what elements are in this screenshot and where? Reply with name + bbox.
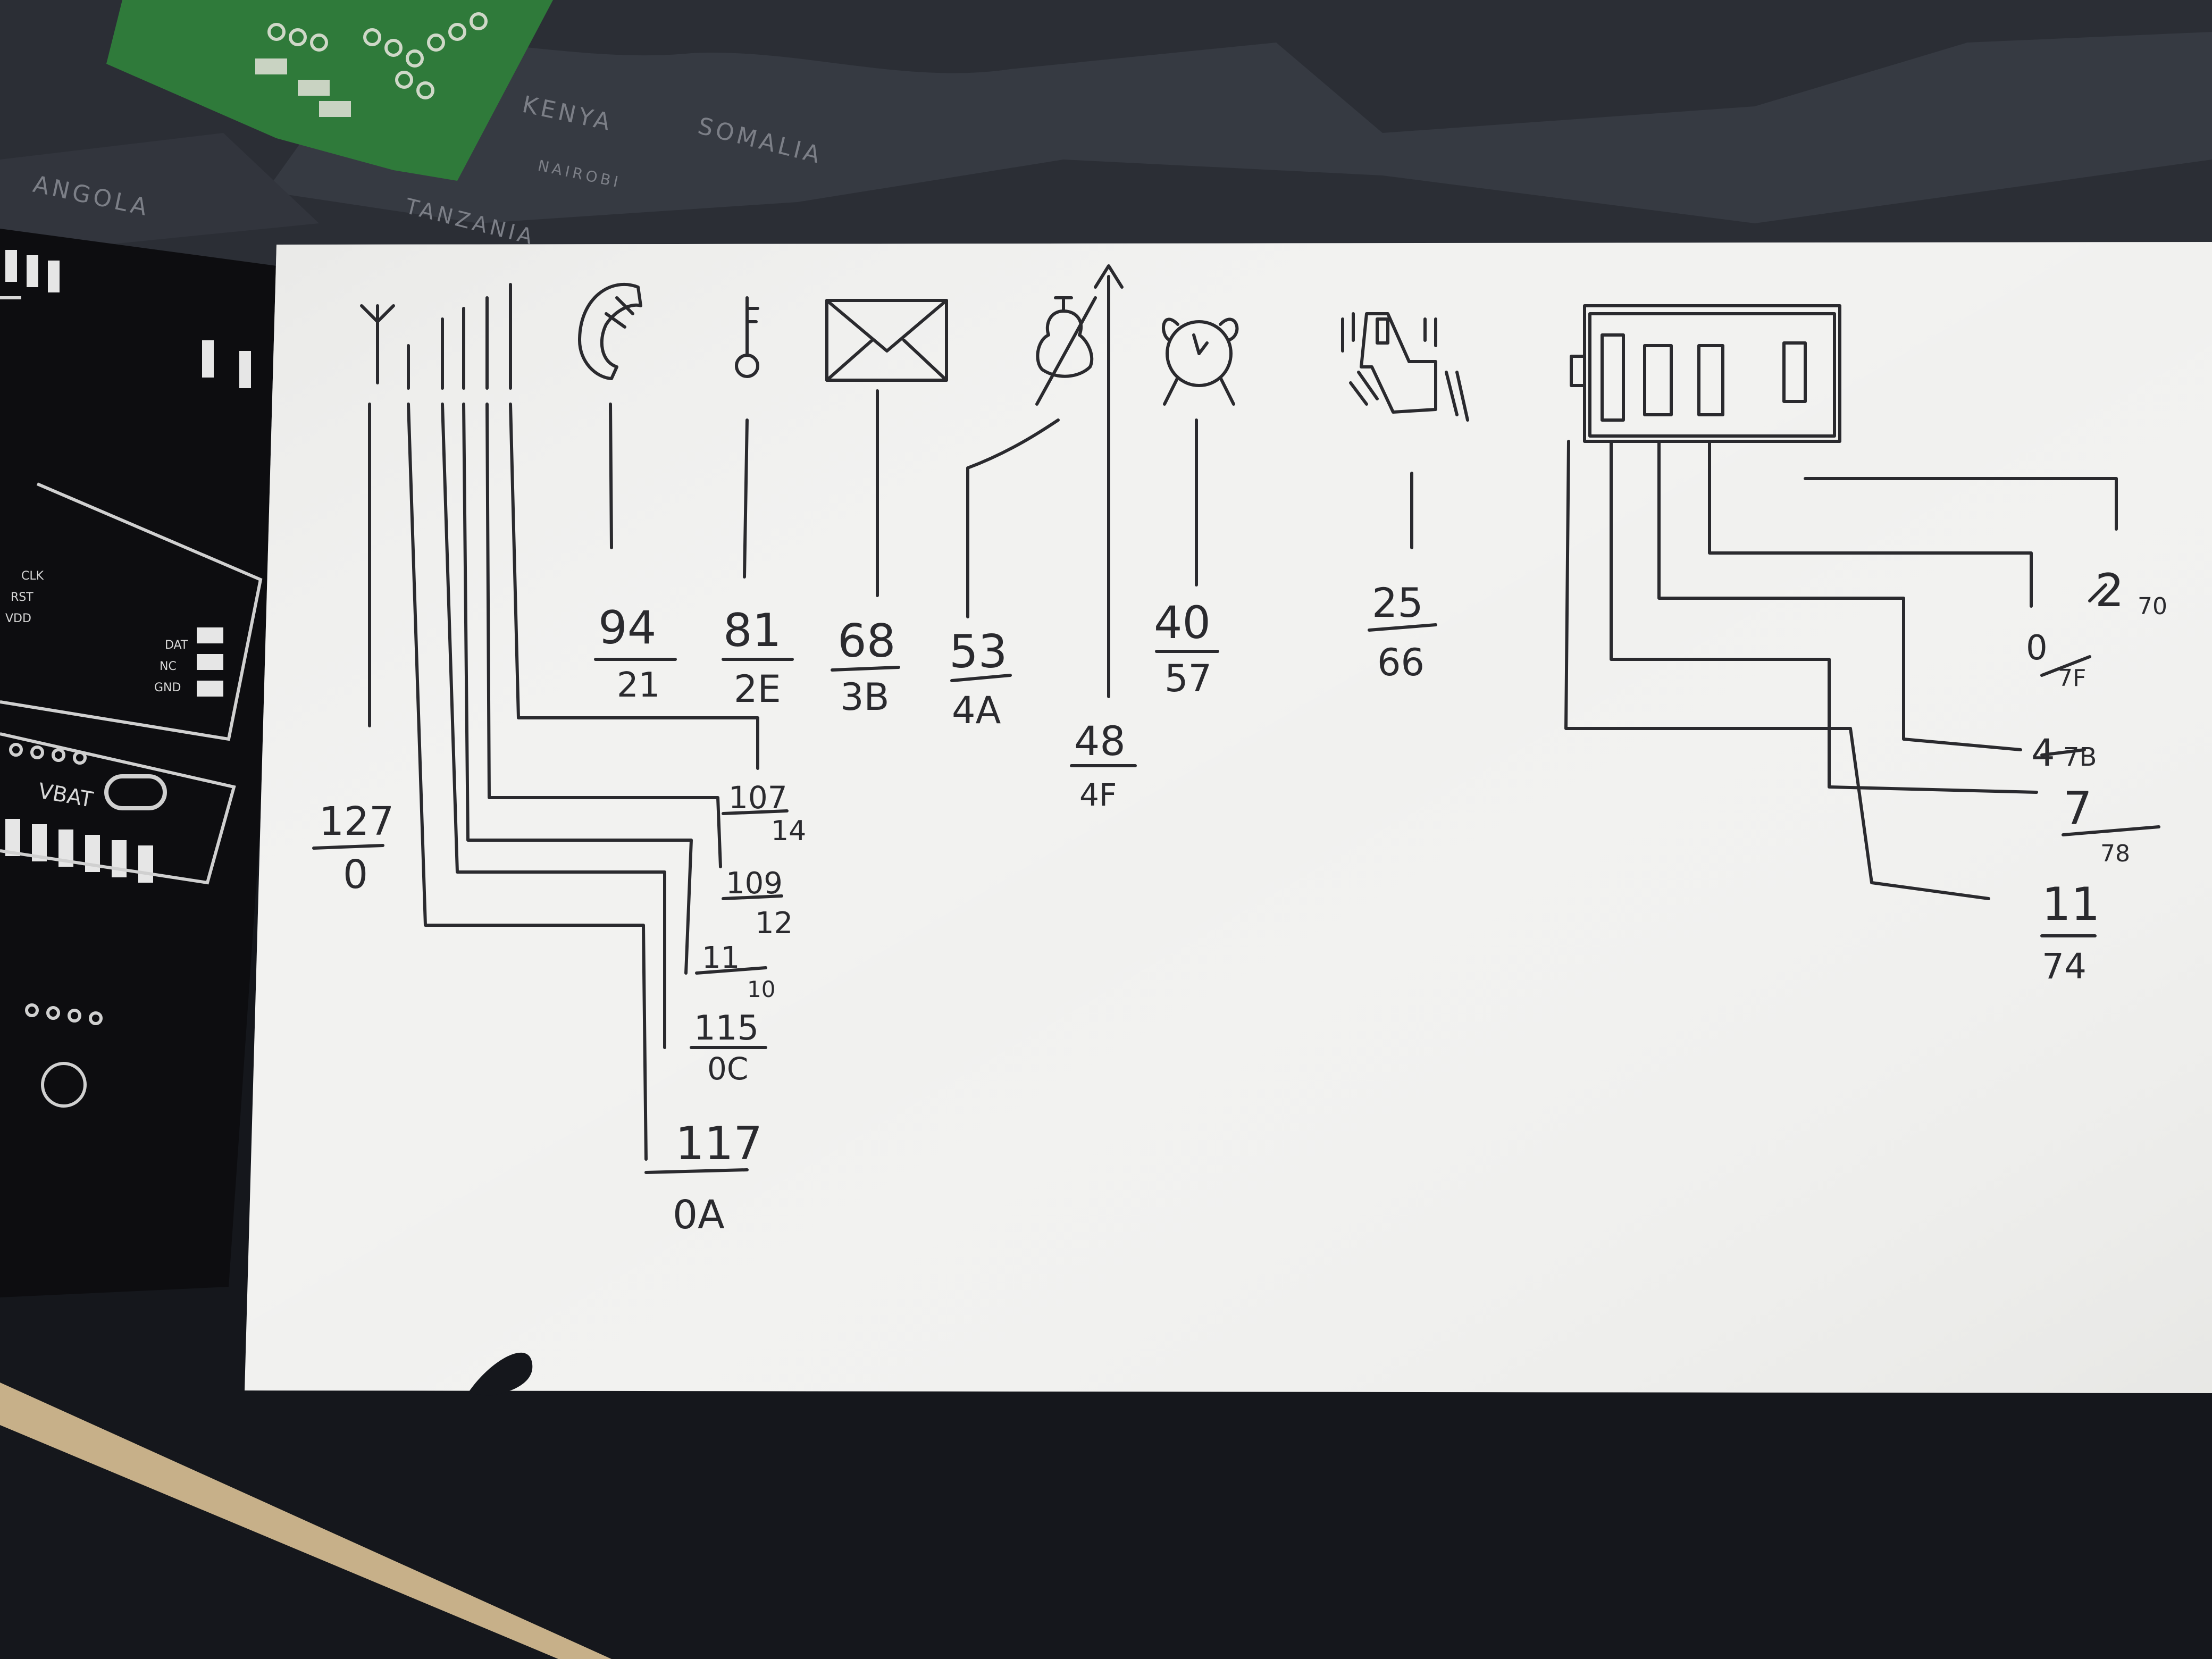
battery-icon [1570,304,1841,443]
vibrate-icon [1341,312,1469,422]
signal-antenna-icon [360,283,512,390]
segment-bottom-code: 21 [617,666,660,705]
green-pcb [106,0,553,181]
segment-bottom-code: 0A [673,1192,725,1238]
segment-bottom-code: 7B [2063,742,2097,772]
segment-top-number: 48 [1074,717,1126,765]
alarm-clock-icon [1162,317,1239,406]
pcb-label: DAT [165,639,188,652]
segment-top-number: 7 [2063,782,2092,835]
segment-top-number: 4 [2031,731,2055,775]
bell-leader [966,418,1060,618]
paper-shadow-blot [468,1352,533,1396]
segment-bottom-code: 0 [343,852,368,898]
segment-top-number: 40 [1154,597,1211,649]
segment-bottom-code: 14 [771,815,806,847]
battery-leaders [1564,440,2118,900]
key-icon [735,296,759,378]
fraction-lines [312,583,2160,1174]
segment-bottom-code: 4F [1079,777,1117,813]
map-continent-shape [266,32,2212,223]
segment-bottom-code: 12 [755,906,793,941]
segment-bottom-code: 10 [747,976,775,1002]
segment-bottom-code: 78 [2100,840,2130,867]
segment-top-number: 81 [723,604,781,657]
segment-top-number: 68 [837,615,895,668]
pcb-label: NC [160,660,177,673]
pcb-label: GND [154,681,181,694]
segment-bottom-code: 66 [1377,641,1425,684]
segment-top-number: 0 [2026,629,2048,668]
segment-top-number: 127 [319,799,394,844]
segment-top-number: 53 [949,625,1007,678]
pcb-label: VDD [5,612,31,625]
segment-top-number: 94 [598,601,656,655]
segment-top-number: 117 [675,1117,763,1170]
segment-bottom-code: 2E [734,667,781,711]
segment-top-number: 2 [2095,564,2124,617]
segment-top-number: 25 [1372,579,1423,626]
segment-top-number: 11 [2042,878,2100,931]
segment-bottom-code: 4A [952,689,1001,732]
signal-bar-leaders [407,403,759,1161]
map-coast-shape [0,133,319,255]
segment-labels: 127 0 117 0A 115 0C 11 10 109 12 107 14 … [319,564,2167,1238]
bell-icon [1035,296,1097,406]
segment-bottom-code: 3B [840,675,890,719]
pcb-label: CLK [21,569,44,583]
segment-bottom-code: 0C [707,1051,748,1087]
segment-bottom-code: 74 [2042,946,2087,987]
black-pcb: CLK RST VDD DAT NC GND VBAT [0,229,276,1297]
wooden-board-edge [0,1382,611,1659]
segment-top-number: 115 [694,1009,759,1048]
segment-top-number: 11 [702,941,740,975]
lcd-segment-map-drawing [312,264,2160,1174]
segment-top-number: 109 [726,866,783,901]
segment-bottom-code: 57 [1164,657,1212,700]
pcb-label: RST [11,591,33,604]
bell-tall-leader [1094,264,1124,698]
key-leader [743,418,749,579]
segment-top-number: 107 [728,780,787,816]
segment-bottom-code: 7F [2058,665,2086,692]
envelope-icon [825,299,948,382]
phone-leader [609,403,613,549]
segment-bottom-code: 70 [2138,593,2167,620]
phone-handset-icon [578,283,642,380]
